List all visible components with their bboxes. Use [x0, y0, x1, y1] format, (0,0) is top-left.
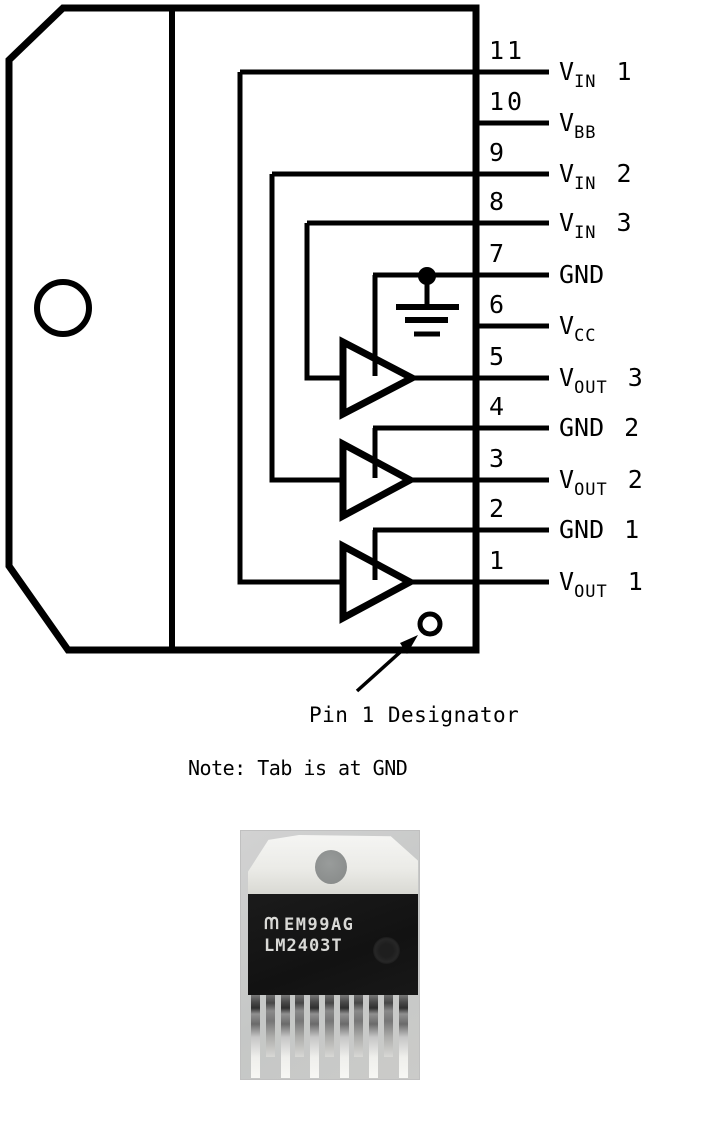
chip-tab-hole — [315, 850, 347, 884]
chip-lead — [369, 995, 378, 1078]
pin-label-vin2: VIN 2 — [559, 159, 632, 195]
route-vin2-to-amp2 — [269, 174, 343, 483]
chip-lead — [384, 995, 393, 1057]
pin-label-sub: OUT — [574, 582, 608, 602]
pin-number: 1 — [489, 546, 508, 575]
pin1-designator-arrowhead — [400, 635, 418, 654]
chip-lead — [340, 995, 349, 1078]
pin-label-suffix: 3 — [627, 363, 643, 392]
route-vin3-to-amp1 — [304, 223, 343, 381]
chip-photo: EM99AG LM2403T — [240, 830, 420, 1080]
pin-label-vcc: VCC — [559, 311, 617, 347]
chip-mold-mark — [373, 937, 400, 964]
pin-label-vin1: VIN 1 — [559, 57, 632, 93]
amplifier-3-symbol — [339, 540, 418, 624]
pin-label-sub: IN — [574, 223, 597, 243]
chip-lead — [295, 995, 304, 1057]
pin-number: 11 — [489, 36, 526, 65]
pin-label-sub: IN — [574, 72, 597, 92]
pin-number: 3 — [489, 444, 508, 473]
pin-number: 4 — [489, 392, 508, 421]
chip-lead — [266, 995, 275, 1057]
pin-label-suffix: 3 — [616, 208, 632, 237]
pin-label-main: V — [559, 465, 575, 494]
pin-number: 9 — [489, 138, 508, 167]
pin-label-vin3: VIN 3 — [559, 208, 632, 244]
pin-number: 7 — [489, 239, 508, 268]
pin-label-main: GND — [559, 413, 605, 442]
chip-lead — [310, 995, 319, 1078]
chip-marking-text1: EM99AG — [284, 915, 355, 935]
national-semiconductor-logo-icon — [264, 915, 279, 936]
pin-number: 6 — [489, 290, 508, 319]
pin-number: 5 — [489, 342, 508, 371]
pin-label-main: GND — [559, 515, 605, 544]
pin-label-vout3: VOUT 3 — [559, 363, 643, 399]
pin-label-main: V — [559, 57, 575, 86]
pin-label-suffix: 2 — [616, 159, 632, 188]
package-outline — [5, 4, 480, 654]
pin-label-sub: OUT — [574, 480, 608, 500]
chip-lead — [399, 995, 408, 1078]
chip-marking-text2: LM2403T — [264, 936, 343, 956]
chip-lead — [354, 995, 363, 1057]
pin-label-sub: CC — [574, 326, 597, 346]
pin-label-suffix: 2 — [624, 413, 640, 442]
amplifier-1-symbol — [339, 336, 420, 420]
pin-number: 8 — [489, 187, 508, 216]
chip-marking-line1: EM99AG — [264, 915, 354, 936]
chip-lead — [281, 995, 290, 1078]
pin-label-main: V — [559, 311, 575, 340]
pin-label-main: V — [559, 108, 575, 137]
chip-lead — [325, 995, 334, 1057]
chip-lead — [251, 995, 260, 1078]
pin-label-vout1: VOUT 1 — [559, 567, 643, 603]
pin-number: 2 — [489, 494, 508, 523]
pin-label-sub: OUT — [574, 378, 608, 398]
amplifier-2-symbol — [339, 438, 418, 522]
ground-symbol — [396, 267, 459, 337]
pin-wires — [240, 69, 549, 585]
chip-marking-line2: LM2403T — [264, 937, 343, 956]
pin1-designator-circle — [417, 611, 443, 637]
pin-label-main: GND — [559, 260, 605, 289]
tab-mounting-hole — [34, 279, 92, 337]
pin-label-suffix: 2 — [627, 465, 643, 494]
pin-label-main: V — [559, 363, 575, 392]
pin1-designator-label: Pin 1 Designator — [309, 703, 520, 727]
tab-note-label: Note: Tab is at GND — [188, 756, 408, 780]
pin-label-suffix: 1 — [627, 567, 643, 596]
input-routing — [237, 72, 378, 585]
pin1-designator-arrow-line — [355, 644, 409, 693]
pin-number: 10 — [489, 87, 526, 116]
pin-label-gnd1: GND 1 — [559, 517, 639, 546]
pin-label-gnd2: GND 2 — [559, 415, 639, 444]
pin-label-suffix: 1 — [624, 515, 640, 544]
pin-label-sub: BB — [574, 123, 597, 143]
pin-label-main: V — [559, 159, 575, 188]
pin-label-suffix: 1 — [616, 57, 632, 86]
schematic-svg — [5, 4, 549, 693]
pin-label-vbb: VBB — [559, 108, 617, 144]
pin-label-main: V — [559, 567, 575, 596]
pin-label-main: V — [559, 208, 575, 237]
pin-label-gnd: GND — [559, 262, 624, 291]
pin-label-vout2: VOUT 2 — [559, 465, 643, 501]
route-vin1-to-amp3 — [237, 72, 343, 585]
pin-label-sub: IN — [574, 174, 597, 194]
